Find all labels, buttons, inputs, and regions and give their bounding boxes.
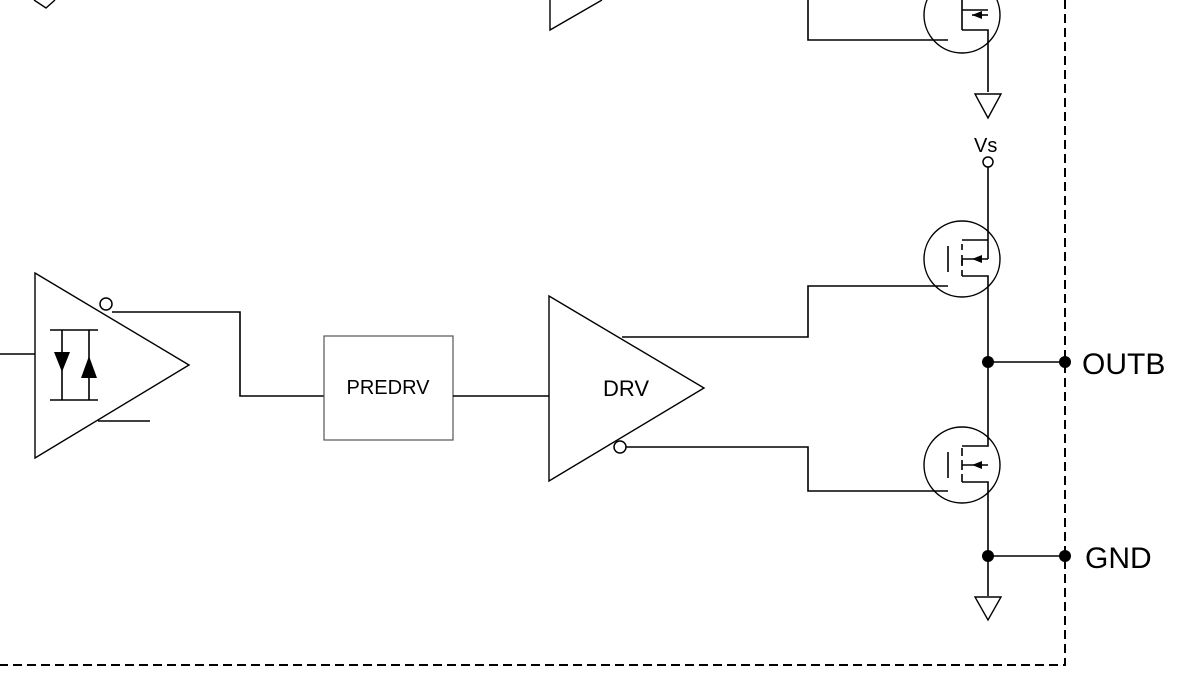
ground-symbol-top <box>973 93 1003 120</box>
top-partial-driver <box>33 0 603 32</box>
gnd-pin-label: GND <box>1085 542 1152 575</box>
predrv-label: PREDRV <box>347 377 431 399</box>
input-comparator <box>0 271 191 460</box>
ground-symbol-bottom <box>973 596 1003 622</box>
vs-label: Vs <box>974 135 997 157</box>
drv-inverted-output-bubble <box>613 440 627 454</box>
comparator-output-bubble <box>99 297 113 311</box>
outb-pin-label: OUTB <box>1082 348 1165 381</box>
top-low-side-mosfet <box>807 0 1001 92</box>
drv-label: DRV <box>603 376 649 401</box>
chip-boundary <box>0 0 1066 666</box>
up-arrow-icon <box>81 356 97 378</box>
high-side-mosfet <box>923 220 1001 362</box>
outb-pin-dot <box>1059 356 1071 368</box>
gnd-pin-dot <box>1059 550 1071 562</box>
down-arrow-icon <box>54 352 70 372</box>
drv-amplifier <box>548 294 706 483</box>
vs-terminal <box>982 156 994 168</box>
predrv-block <box>323 335 454 441</box>
low-side-mosfet <box>923 362 1001 556</box>
